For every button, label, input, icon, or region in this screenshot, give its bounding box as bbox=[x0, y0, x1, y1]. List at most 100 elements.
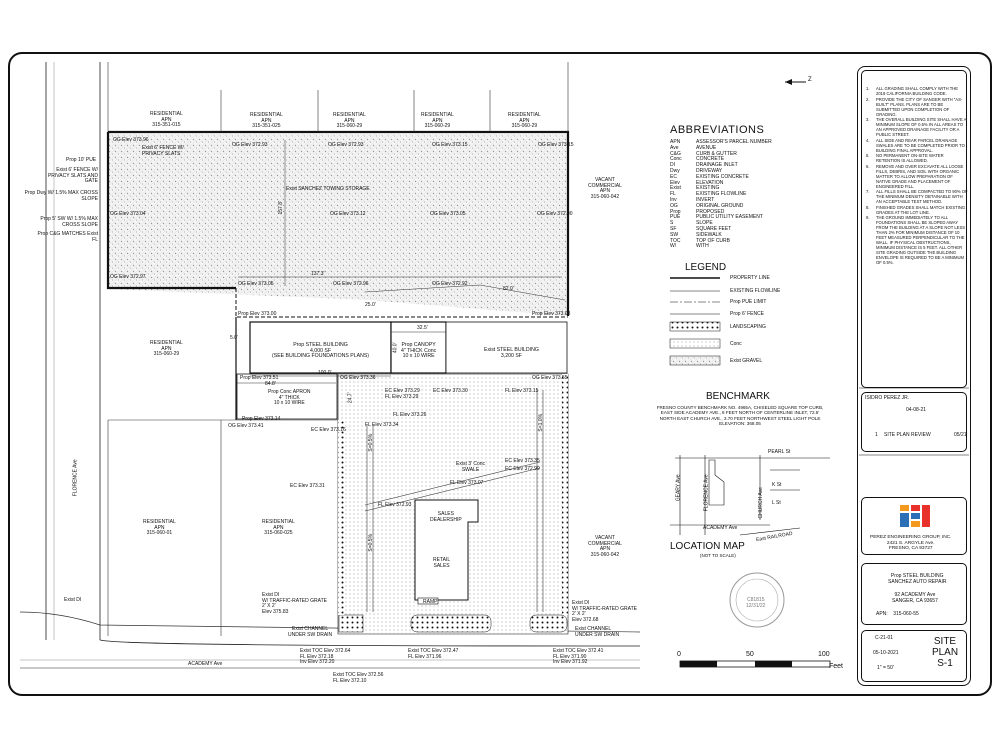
dim-247: 24.7' bbox=[347, 392, 354, 404]
legend-item: EXISTING FLOWLINE bbox=[730, 288, 781, 294]
elev: EC Elev 373.29 bbox=[385, 388, 420, 394]
swale bbox=[364, 461, 541, 506]
location-map bbox=[670, 455, 830, 536]
slope-c: S=1.0% bbox=[538, 413, 545, 432]
dim-157: 157.8' bbox=[277, 201, 284, 215]
benchmark-text: FRESNO COUNTY BENCHMARK NO. 4965A, CHISE… bbox=[656, 405, 824, 427]
elev: OG Elev 373.96 bbox=[113, 137, 149, 143]
elev: Prop Elev 373.51 bbox=[240, 375, 279, 381]
legend-item: Prop 6' FENCE bbox=[730, 311, 765, 317]
loc-academy: ACADEMY Ave bbox=[703, 525, 738, 531]
engineer-date: 04-08-21 bbox=[906, 407, 927, 413]
dim-82: 82.0' bbox=[503, 286, 514, 292]
general-note: 3.THE OVERALL BUILDING SITE SHALL HAVE A… bbox=[866, 117, 967, 137]
landscaping-mid bbox=[410, 614, 492, 633]
elev: OG Elev 373.55 bbox=[532, 375, 568, 381]
elev: OG Elev 373.41 bbox=[228, 423, 264, 429]
loc-church: CHURCH Ave bbox=[757, 487, 764, 519]
landscaping-left bbox=[338, 614, 364, 633]
benchmark-title: BENCHMARK bbox=[706, 391, 770, 402]
callout-fence-slats: Exist 6' FENCE W/ PRIVACY SLATS bbox=[142, 145, 184, 157]
title-block bbox=[857, 66, 971, 686]
sheet-box bbox=[861, 630, 967, 682]
callout-cg: Prop C&G MATCHES Exist FL bbox=[37, 231, 98, 243]
general-note: 5.NO PERMANENT ON-SITE WATER RETENTION I… bbox=[866, 153, 944, 163]
scale-unit: Feet bbox=[829, 663, 844, 670]
elev: OG Elev 373.15 bbox=[538, 142, 574, 148]
dim-25: 25.0' bbox=[365, 302, 376, 308]
location-map-subtitle: (NOT TO SCALE) bbox=[700, 553, 736, 558]
revision-desc: SITE PLAN REVIEW bbox=[884, 432, 931, 438]
north-label: Z bbox=[808, 77, 812, 83]
dim-40: 40.0' bbox=[392, 342, 399, 354]
prop-canopy bbox=[390, 321, 447, 374]
elev: OG Elev 373.05 bbox=[430, 211, 466, 217]
firm-logo bbox=[900, 505, 930, 527]
slope-b: S=0.5% bbox=[368, 533, 375, 552]
general-note: 8.FINISHED GRADES SHALL MATCH EXISTING G… bbox=[866, 204, 966, 215]
location-map-title: LOCATION MAP bbox=[670, 541, 745, 552]
florence-ave-label: FLORENCE Ave bbox=[72, 459, 79, 497]
scale-100: 100 bbox=[818, 651, 830, 658]
loc-geary: GEARY Ave bbox=[675, 474, 682, 502]
drawing-scale: 1" = 50' bbox=[877, 665, 894, 671]
legend-item: LANDSCAPING bbox=[730, 324, 766, 330]
general-note: 2.PROVIDE THE CITY OF SANGER WITH "AS-BU… bbox=[866, 96, 963, 117]
elev: OG Elev 373.36 bbox=[340, 375, 376, 381]
general-note: 6.REMOVE AND OVER EXCAVATE ALL LOOSE FIL… bbox=[866, 163, 964, 189]
elev: EC Elev 373.31 bbox=[290, 483, 325, 489]
issue-date: 05-10-2021 bbox=[873, 650, 899, 656]
job-no: C-21-01 bbox=[875, 635, 894, 641]
slope-a: S=0.5% bbox=[368, 433, 375, 452]
callout-exist-di: Exist DI bbox=[64, 597, 82, 603]
elev: FL Elev 373.26 bbox=[393, 412, 427, 418]
elev: Prop Elev 373.00 bbox=[238, 311, 277, 317]
general-note: 1.ALL GRADING SHALL COMPLY WITH THE 2019… bbox=[866, 86, 959, 96]
loc-k: K St bbox=[772, 482, 782, 488]
general-notes: 1.ALL GRADING SHALL COMPLY WITH THE 2019… bbox=[866, 86, 968, 266]
notes-box bbox=[861, 70, 967, 388]
prop-steel-building bbox=[249, 321, 392, 374]
apron bbox=[236, 373, 338, 420]
academy-ave-label: ACADEMY Ave bbox=[188, 661, 223, 667]
legend-item: Conc bbox=[730, 341, 742, 347]
firm-name: PEREZ ENGINEERING GROUP, INC.2421 S. ARG… bbox=[870, 535, 952, 552]
elev: OG Elev 372.93 bbox=[328, 142, 364, 148]
elev: OG Elev 373.15 bbox=[432, 142, 468, 148]
elev: FL Elev 373.07 bbox=[450, 480, 484, 486]
loc-l: L St bbox=[772, 500, 781, 506]
storage-label: Exist SANCHEZ TOWING STORAGE bbox=[286, 186, 370, 192]
callout-fence-gate: Exist 6' FENCE W/ PRIVACY SLATS AND GATE bbox=[47, 167, 98, 185]
elev: Prop Elev 373.03 bbox=[532, 311, 571, 317]
